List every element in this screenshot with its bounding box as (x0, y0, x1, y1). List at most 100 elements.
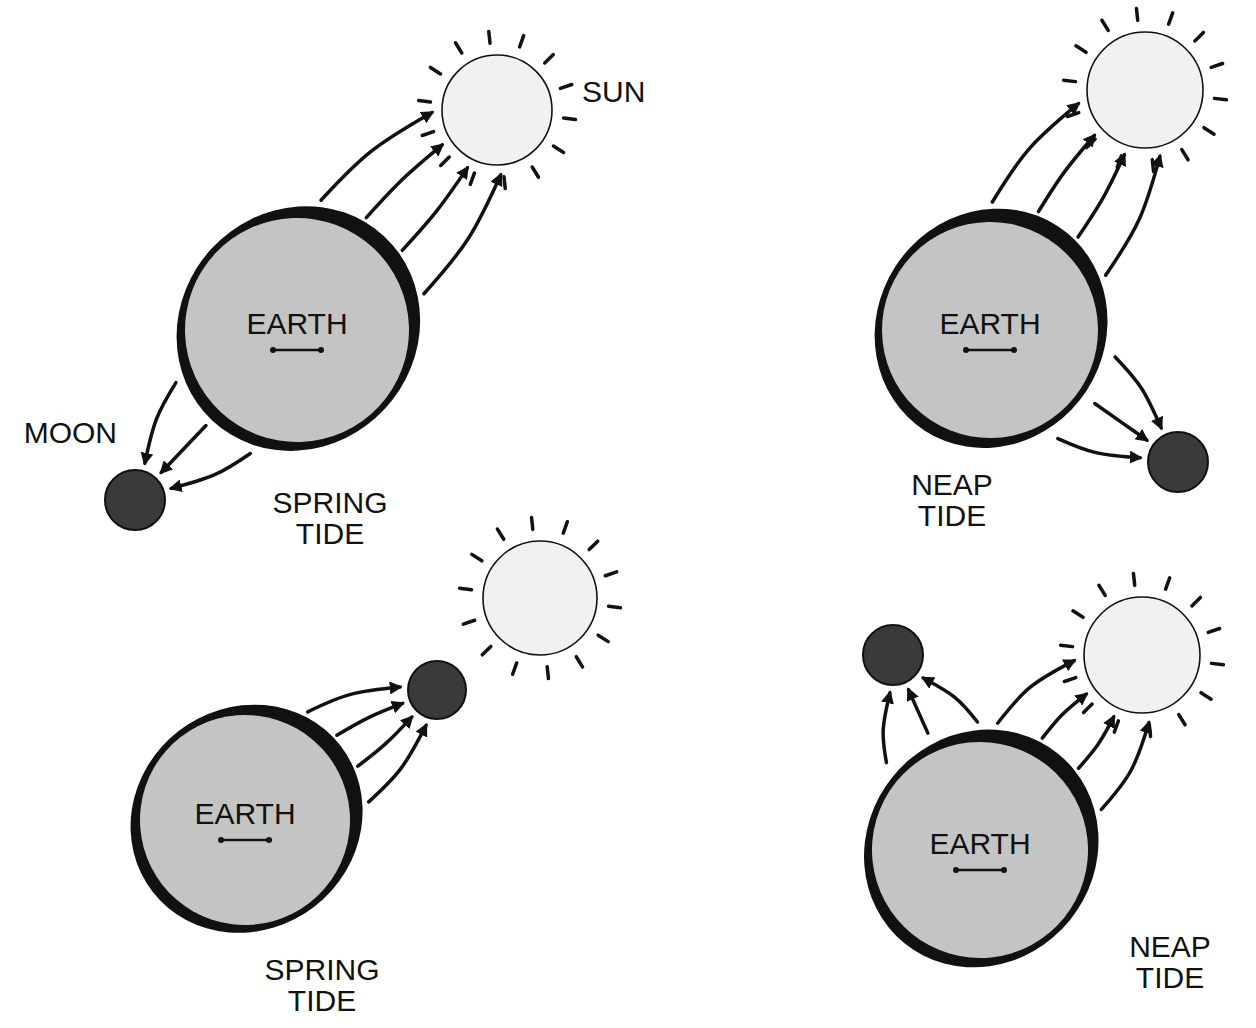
sun-ray (470, 173, 474, 184)
sun-ray (460, 588, 472, 589)
sun-ray (1179, 715, 1185, 725)
sun-ray (1208, 629, 1219, 633)
axis-dot (266, 837, 272, 843)
sun-disc (1087, 32, 1203, 148)
sun-ray (463, 620, 474, 624)
sun-ray (482, 646, 491, 654)
sun-ray (504, 177, 505, 189)
sun-ray (553, 146, 563, 152)
moon-disc (105, 470, 165, 530)
earth-circle: EARTH (864, 204, 1116, 456)
moon-disc (1148, 432, 1208, 492)
pull-arrow (1101, 723, 1149, 810)
pull-arrow (883, 693, 890, 763)
axis-line (221, 839, 269, 842)
pull-arrow (1078, 155, 1124, 237)
sun-ray (1084, 704, 1093, 712)
axis-dot (318, 347, 324, 353)
pull-arrow (366, 145, 442, 218)
sun-ray (1182, 150, 1188, 160)
body-name: MOON (24, 418, 84, 448)
sun-ray (441, 157, 450, 165)
illustration-group (308, 8, 1227, 809)
pull-arrow (1079, 717, 1114, 768)
sun-ray (497, 529, 503, 539)
sun-ray (576, 657, 582, 667)
sun-ray (1064, 80, 1076, 81)
sun-ray (1136, 8, 1137, 20)
tidal-bulge (126, 156, 470, 501)
pull-arrow (358, 717, 412, 766)
sun-ray (520, 36, 524, 47)
sun-ray (1169, 13, 1173, 24)
sun-ray (1152, 160, 1153, 172)
sun-ray (1195, 32, 1204, 40)
sun-ray (1166, 578, 1170, 589)
sun-ray (564, 118, 576, 119)
earth-disc (98, 673, 393, 968)
tidal-bulge (84, 658, 408, 979)
sun-ray (1061, 645, 1073, 646)
sun-ray (1211, 64, 1222, 68)
sun-ray (1192, 597, 1201, 605)
pull-arrow (1042, 694, 1086, 738)
sun-ray (1204, 128, 1214, 134)
sun-ray (1201, 693, 1211, 699)
pull-arrow (923, 678, 977, 722)
tidal-bulge (816, 682, 1147, 1015)
sun-disc (1084, 597, 1200, 713)
sun-ray (563, 522, 567, 533)
pull-arrow (145, 383, 176, 464)
axis-line (956, 869, 1004, 872)
sun-ray (1114, 721, 1118, 732)
moon-disc (408, 661, 466, 719)
body-label: EARTH (939, 309, 1040, 339)
sun-ray (1076, 46, 1086, 52)
sun-ray (547, 667, 548, 679)
sun-ray (560, 84, 571, 88)
earth-disc (841, 181, 1140, 480)
body-label: EARTH (246, 309, 347, 339)
sun-ray (1214, 98, 1226, 99)
axis-dot (963, 347, 969, 353)
axis-dot (953, 867, 959, 873)
axis-line (273, 349, 321, 352)
body-name: SUN (582, 77, 692, 107)
axis-dot (270, 347, 276, 353)
sun-ray (589, 541, 598, 549)
pull-arrow (1038, 135, 1094, 211)
sun-ray (605, 572, 616, 576)
pull-arrow (1115, 357, 1161, 428)
earth-disc (828, 698, 1132, 1002)
tide-label: NEAP TIDE (1095, 931, 1245, 994)
sun-ray (1064, 678, 1075, 682)
sun-ray (430, 67, 440, 73)
body-label: EARTH (194, 799, 295, 829)
body-label: EARTH (929, 829, 1030, 859)
sun-circle: SUN (442, 55, 552, 165)
moon-figure (105, 470, 165, 530)
pull-arrow (369, 725, 426, 802)
sun-ray (532, 167, 538, 177)
pull-arrow (321, 112, 432, 200)
tide-label: SPRING TIDE (247, 954, 397, 1017)
moon-circle: MOON (105, 470, 165, 530)
earth-circle: EARTH (167, 200, 427, 460)
sun-disc (483, 541, 597, 655)
sun-ray (1102, 20, 1108, 30)
sun-ray (609, 606, 621, 607)
sun-ray (1211, 663, 1223, 664)
moon-disc (863, 625, 923, 685)
pull-arrow (992, 104, 1078, 202)
sun-figure (442, 55, 552, 165)
pull-arrow (161, 426, 206, 473)
sun-ray (598, 635, 608, 641)
sun-ray (455, 43, 461, 53)
earth-circle: EARTH (122, 697, 368, 943)
sun-ray (489, 31, 490, 43)
tide-label: NEAP TIDE (877, 469, 1027, 532)
axis-line (966, 349, 1014, 352)
sun-ray (419, 101, 431, 102)
tide-label: SPRING TIDE (255, 487, 405, 550)
